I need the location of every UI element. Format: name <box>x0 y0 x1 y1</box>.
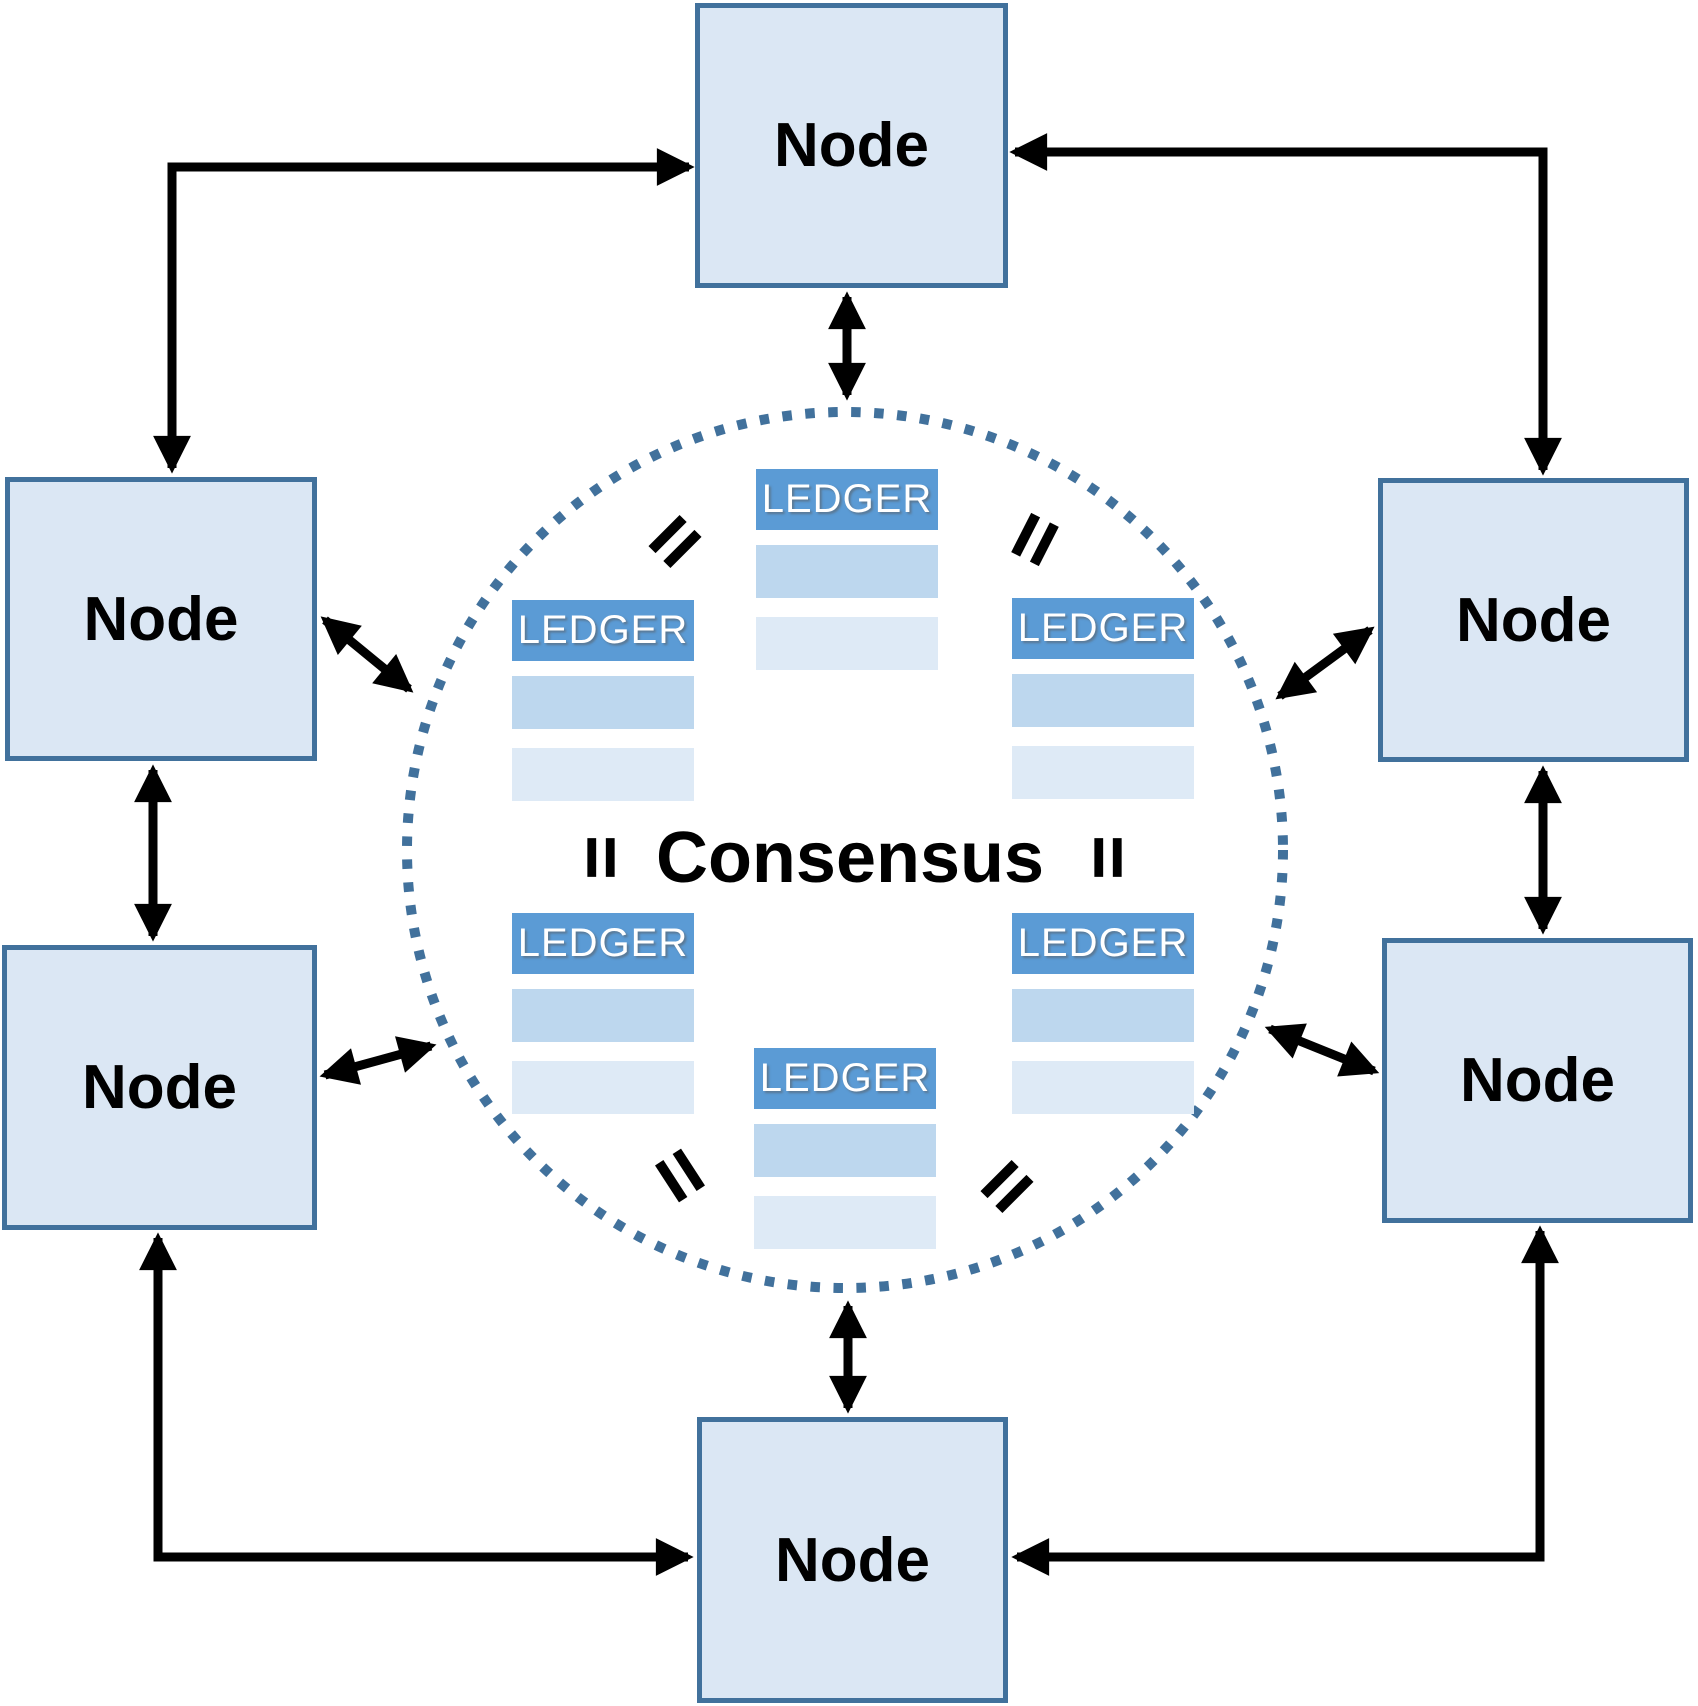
ledger-row <box>756 617 938 670</box>
ledger-upper-left: LEDGER <box>512 600 694 801</box>
ledger-row <box>512 748 694 801</box>
arrow-right-upper-circle <box>1275 626 1375 700</box>
ledger-title: LEDGER <box>1012 598 1194 659</box>
node-label: Node <box>82 1053 237 1122</box>
ledger-title: LEDGER <box>1012 913 1194 974</box>
ledger-row <box>1012 1061 1194 1114</box>
ledger-title: LEDGER <box>512 913 694 974</box>
ledger-lower-right: LEDGER <box>1012 913 1194 1114</box>
equals-mark-mid-left <box>587 838 615 877</box>
ledger-bottom-center: LEDGER <box>754 1048 936 1249</box>
arrow-elbow-bottom-left <box>139 1232 694 1576</box>
node-box-bottom: Node <box>697 1417 1008 1703</box>
ledger-title: LEDGER <box>756 469 938 530</box>
ledger-row <box>1012 674 1194 727</box>
ledger-top-center: LEDGER <box>756 469 938 670</box>
ledger-row <box>512 989 694 1042</box>
node-label: Node <box>1456 585 1611 655</box>
arrows <box>134 133 1562 1576</box>
node-label: Node <box>1460 1046 1615 1115</box>
arrow-left-lower-circle <box>319 1036 437 1085</box>
ledger-row <box>754 1124 936 1177</box>
consensus-circle <box>402 407 1288 1293</box>
ledger-row <box>756 545 938 598</box>
equals-bar <box>587 838 597 877</box>
ledger-row <box>1012 989 1194 1042</box>
arrow-right-lower-circle <box>1264 1023 1380 1077</box>
equals-mark-mid-right <box>1094 838 1122 877</box>
ledger-title: LEDGER <box>512 600 694 661</box>
ledger-lower-left: LEDGER <box>512 913 694 1114</box>
ledger-upper-right: LEDGER <box>1012 598 1194 799</box>
consensus-label: Consensus <box>655 818 1045 898</box>
node-label: Node <box>83 584 239 654</box>
ledger-row <box>1012 746 1194 799</box>
node-label: Node <box>775 1525 930 1595</box>
node-box-right-upper: Node <box>1378 478 1689 762</box>
node-box-left-upper: Node <box>5 477 317 761</box>
ledger-row <box>512 676 694 729</box>
node-box-top: Node <box>695 3 1008 288</box>
node-label: Node <box>774 111 929 180</box>
ledger-row <box>512 1061 694 1114</box>
arrow-elbow-top-right <box>1009 133 1562 476</box>
ledger-title: LEDGER <box>754 1048 936 1109</box>
node-box-left-lower: Node <box>2 945 317 1230</box>
arrow-elbow-top-left <box>153 148 695 474</box>
ledger-row <box>754 1196 936 1249</box>
node-box-right-lower: Node <box>1382 938 1693 1223</box>
equals-bar <box>605 838 615 877</box>
equals-bar <box>1112 838 1122 877</box>
arrow-left-upper-circle <box>320 616 414 693</box>
arrow-elbow-bottom-right <box>1011 1225 1559 1576</box>
equals-bar <box>1094 838 1104 877</box>
